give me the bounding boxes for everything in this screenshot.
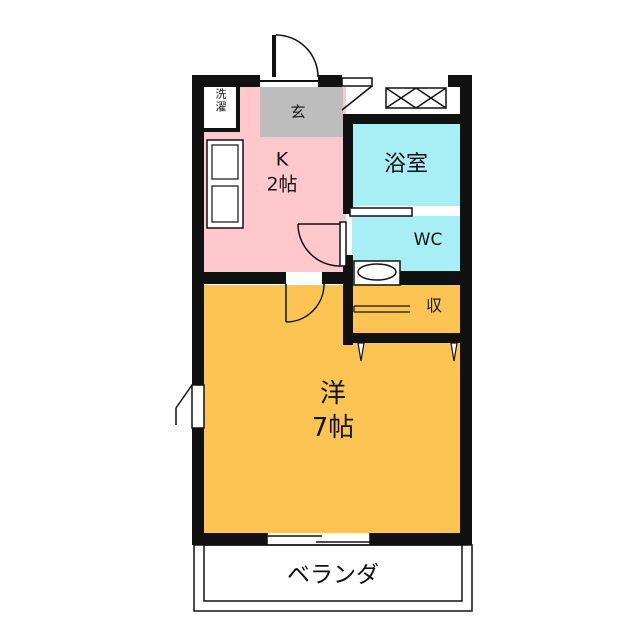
bath-label: 浴室 [384,152,428,177]
bath-sliding-door [349,207,413,217]
balcony-window [266,533,371,545]
storage-door-marker-left [357,342,365,362]
western-door-swing [285,283,325,323]
side-window [175,384,205,429]
western-room-area [204,285,462,533]
wall-kitchen-bath [343,114,353,214]
balcony-label: ベランダ [287,562,379,588]
outer-wall-bottom-left [192,533,267,545]
wc-label: WC [414,230,443,250]
entrance-area [260,87,343,137]
balcony-railing [193,544,473,612]
outer-wall-bottom-right [370,533,472,545]
laundry-area [204,87,239,131]
wall-storage-bottom [343,333,462,343]
entrance-label: 玄 [290,103,305,121]
wall-bath-top [343,114,462,124]
storage-label: 収 [426,296,442,315]
outer-wall-left-lower [192,428,204,545]
kitchen-door-swing [297,223,341,267]
kitchen-door-frame [339,221,347,267]
storage-door-marker-right [450,342,458,362]
laundry-label: 洗濯 [216,88,227,114]
window-kitchen-top [341,77,373,111]
kitchen-counter [206,139,244,229]
wall-wc-column [343,255,353,345]
outer-wall-top-left [192,75,260,87]
window-bath-top [385,87,447,109]
bath-area [352,124,460,206]
wall-laundry-bottom [204,128,240,132]
storage-sliding-door [353,305,410,313]
wall-wc-bottom [400,271,462,285]
outer-wall-right [460,75,472,545]
entrance-door-leaf [272,35,276,77]
washbasin [353,260,401,286]
wall-kitchen-bottom-left [204,272,286,284]
outer-wall-top-mid [318,75,342,87]
wall-laundry-right [236,87,240,131]
entrance-door-swing [275,34,319,78]
outer-wall-left-upper [192,75,204,385]
